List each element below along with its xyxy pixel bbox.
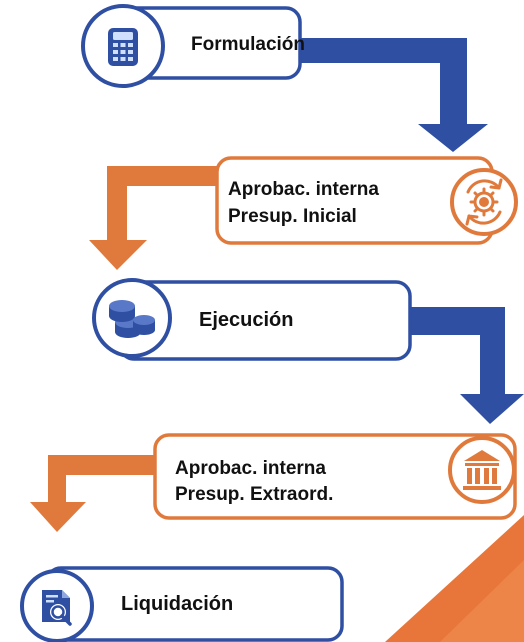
stage-3-label: Ejecución (199, 309, 294, 331)
icon-circle (448, 436, 516, 504)
calculator-icon (108, 28, 138, 66)
stage-ejecucion (92, 278, 412, 361)
document-search-icon (42, 590, 72, 626)
connector-arrow-1 (294, 38, 488, 152)
bank-building-icon (463, 450, 501, 490)
stage-5-label: Liquidación (121, 593, 234, 615)
stage-2-label-line2: Presup. Inicial (228, 206, 357, 227)
stage-aprobacion-extraordinaria (153, 433, 517, 520)
coins-icon (109, 300, 155, 338)
stage-liquidacion (20, 566, 344, 642)
gear-cycle-icon (465, 178, 503, 226)
connector-arrow-3 (404, 307, 524, 424)
connector-arrow-4 (30, 455, 160, 532)
connector-arrow-2 (89, 166, 240, 270)
stage-formulacion (81, 4, 302, 88)
stage-2-label-line1: Aprobac. interna (228, 179, 379, 200)
stage-4-label-line1: Aprobac. interna (175, 458, 326, 479)
decorative-corner-shape-shade (440, 560, 524, 642)
stage-1-label: Formulación (191, 34, 306, 55)
stage-4-label-line2: Presup. Extraord. (175, 484, 334, 505)
stage-aprobacion-inicial (215, 156, 518, 245)
